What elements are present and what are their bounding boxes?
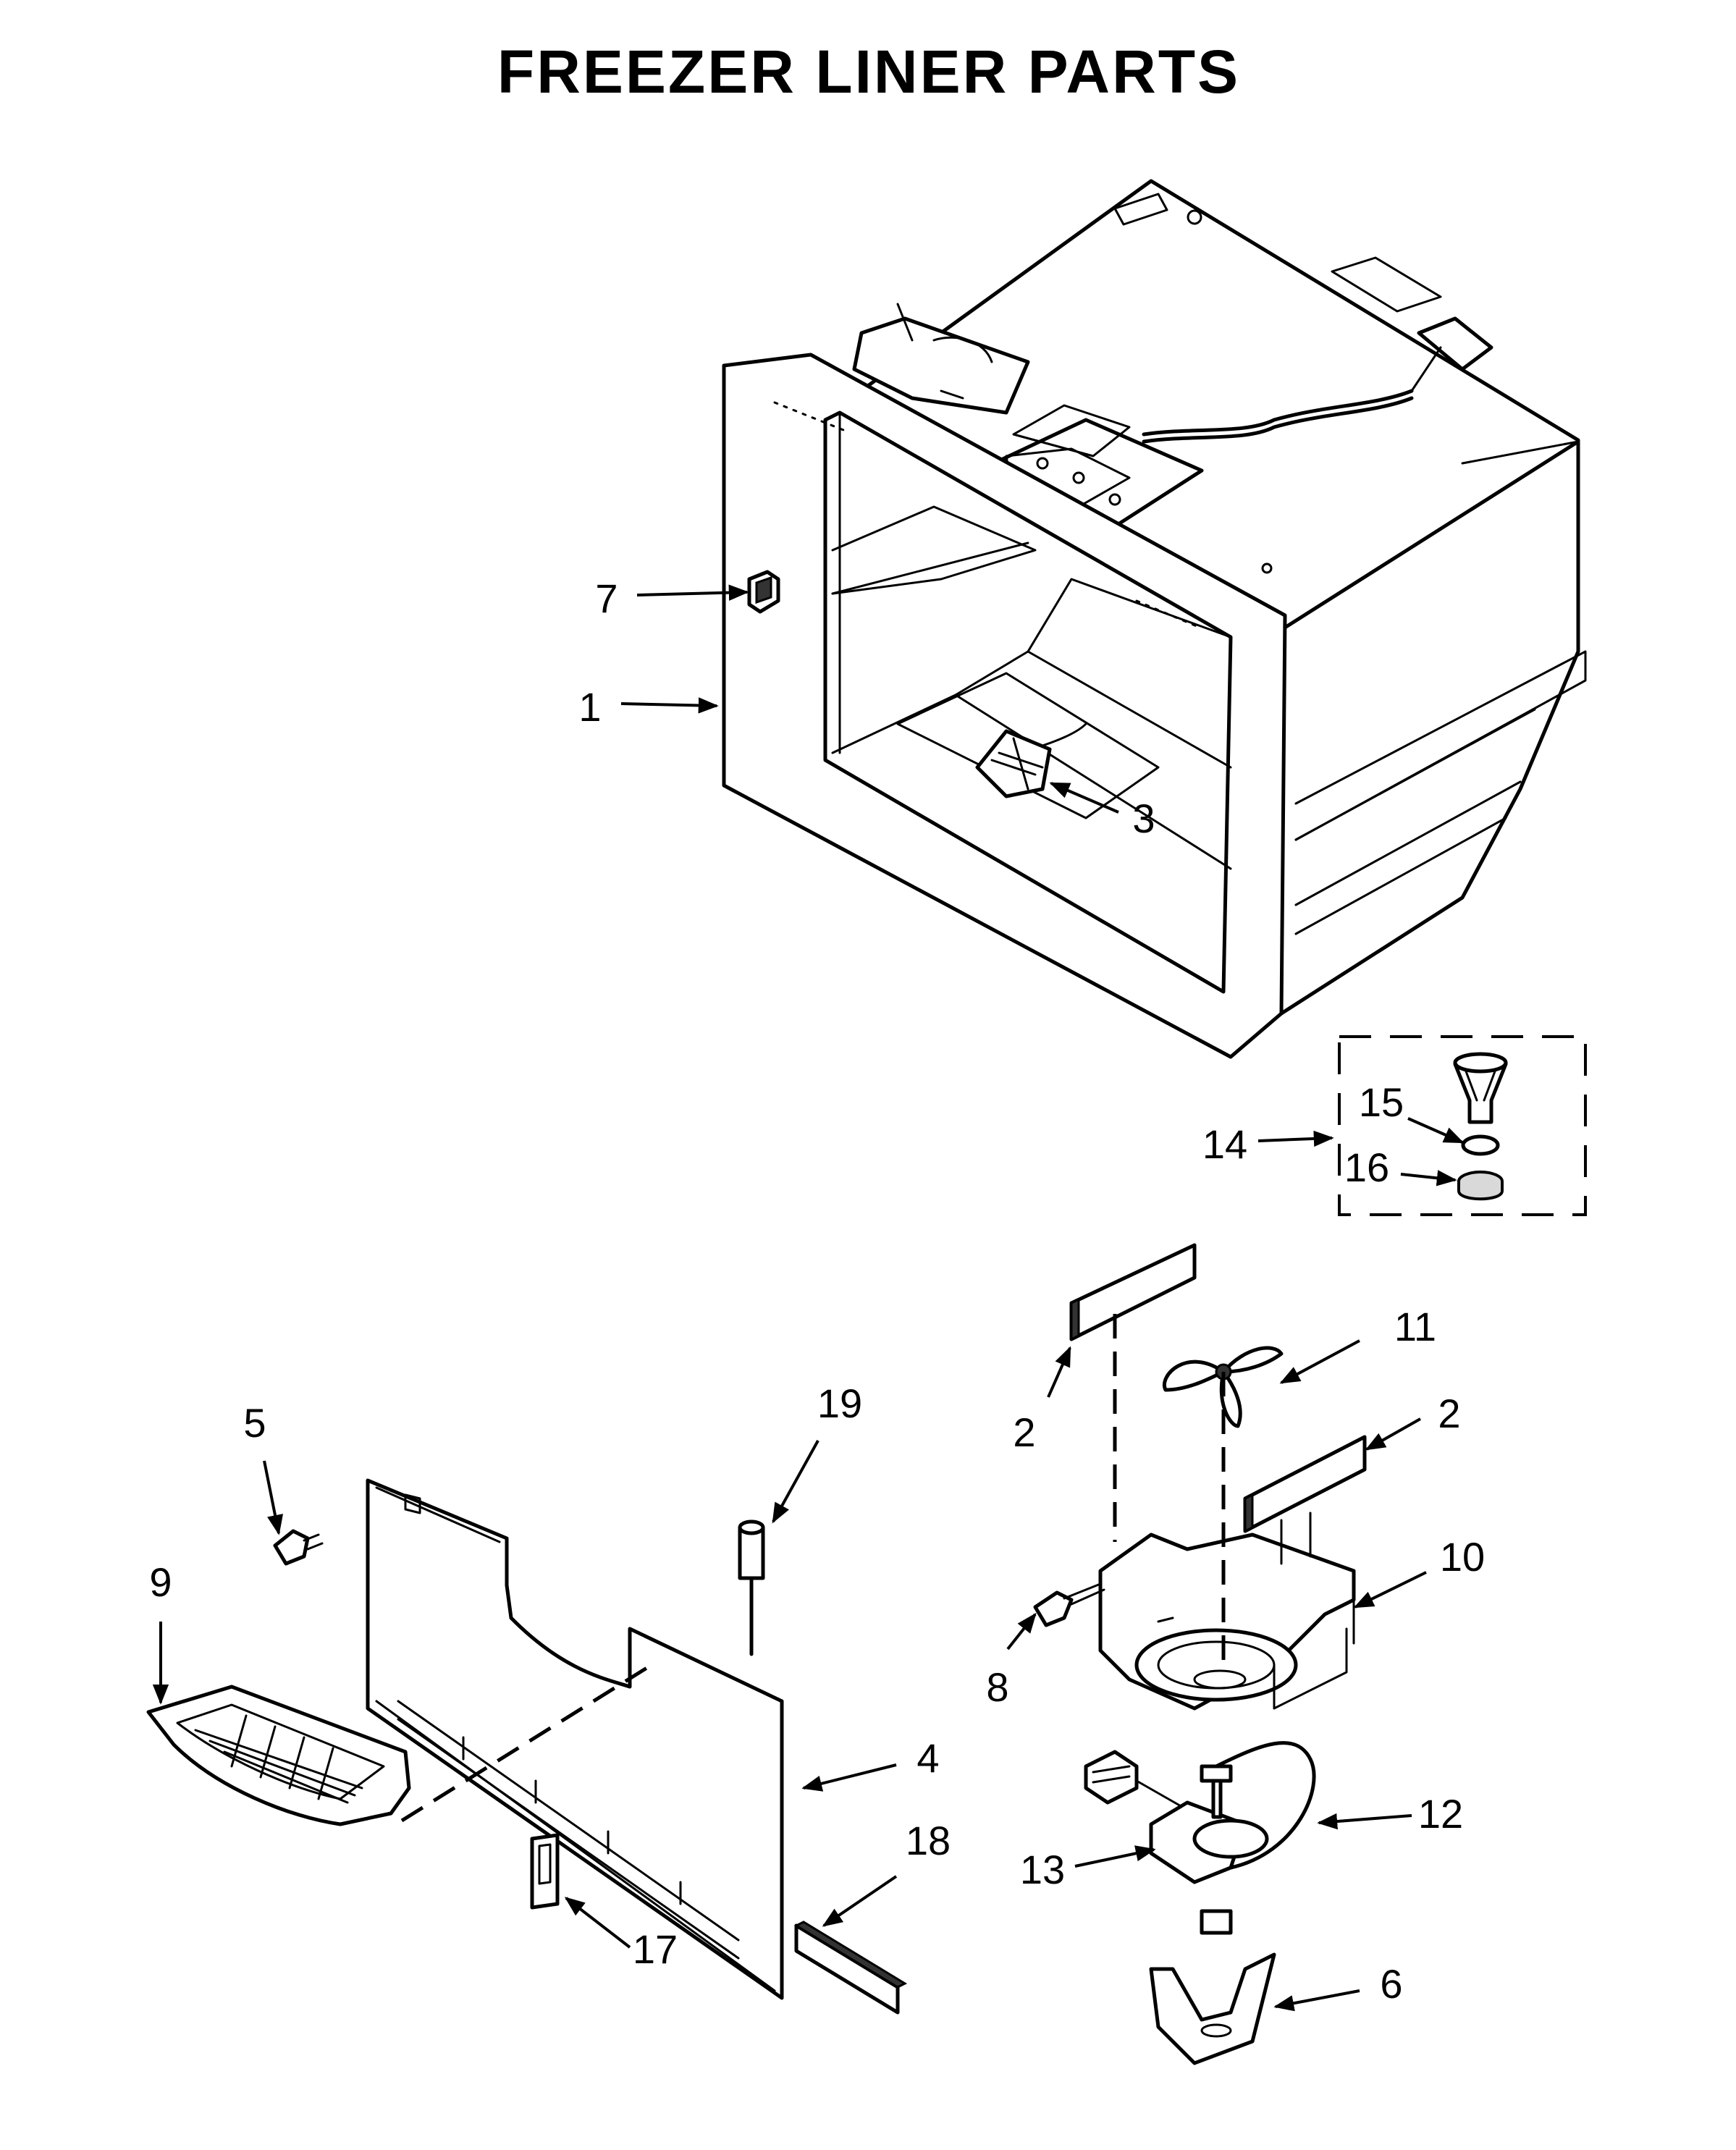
part-12-13-fan-motor <box>1084 1741 1316 1884</box>
part-6-motor-bracket <box>1149 1909 1276 2065</box>
diagram-title: FREEZER LINER PARTS <box>497 38 1240 106</box>
callout-19: 19 <box>817 1380 862 1426</box>
part-2-foam-upper <box>1069 1243 1197 1341</box>
part-17-clip <box>530 1833 560 1910</box>
part-9-grille <box>146 1685 411 1826</box>
part-4-rear-panel <box>366 1478 784 2000</box>
callout-9: 9 <box>149 1559 172 1605</box>
part-14-kit <box>1338 1035 1587 1216</box>
callout-10: 10 <box>1440 1534 1485 1580</box>
callout-6: 6 <box>1380 1961 1402 2007</box>
callout-7: 7 <box>595 576 618 621</box>
callout-18: 18 <box>906 1818 951 1863</box>
callout-16: 16 <box>1344 1144 1389 1190</box>
callout-12: 12 <box>1418 1791 1463 1837</box>
callout-13: 13 <box>1020 1847 1065 1892</box>
callout-14: 14 <box>1202 1121 1247 1167</box>
assembly-lines <box>400 1314 1312 1823</box>
part-10-fan-shroud <box>1098 1533 1356 1711</box>
callout-11: 11 <box>1394 1304 1436 1349</box>
callout-17: 17 <box>633 1926 678 1972</box>
leader-lines <box>152 584 1465 2012</box>
callout-1: 1 <box>578 684 601 730</box>
part-7-switch <box>747 570 780 614</box>
callout-2a: 2 <box>1013 1409 1035 1455</box>
part-19-thermistor <box>738 1519 765 1656</box>
callouts: 7 1 3 14 15 16 2 11 2 10 8 12 13 6 4 18 … <box>149 576 1485 2007</box>
part-5-screw <box>273 1529 324 1566</box>
callout-5: 5 <box>243 1400 266 1446</box>
part-3-sensor <box>975 722 1087 798</box>
callout-4: 4 <box>917 1735 939 1781</box>
callout-3: 3 <box>1132 796 1155 841</box>
callout-15: 15 <box>1359 1079 1404 1125</box>
part-2-foam-lower <box>1243 1435 1367 1533</box>
freezer-liner <box>722 179 1587 1059</box>
callout-8: 8 <box>986 1664 1008 1710</box>
part-18-foam-strip <box>793 1921 908 2015</box>
callout-2b: 2 <box>1438 1391 1460 1436</box>
part-8-screw <box>1033 1582 1105 1627</box>
